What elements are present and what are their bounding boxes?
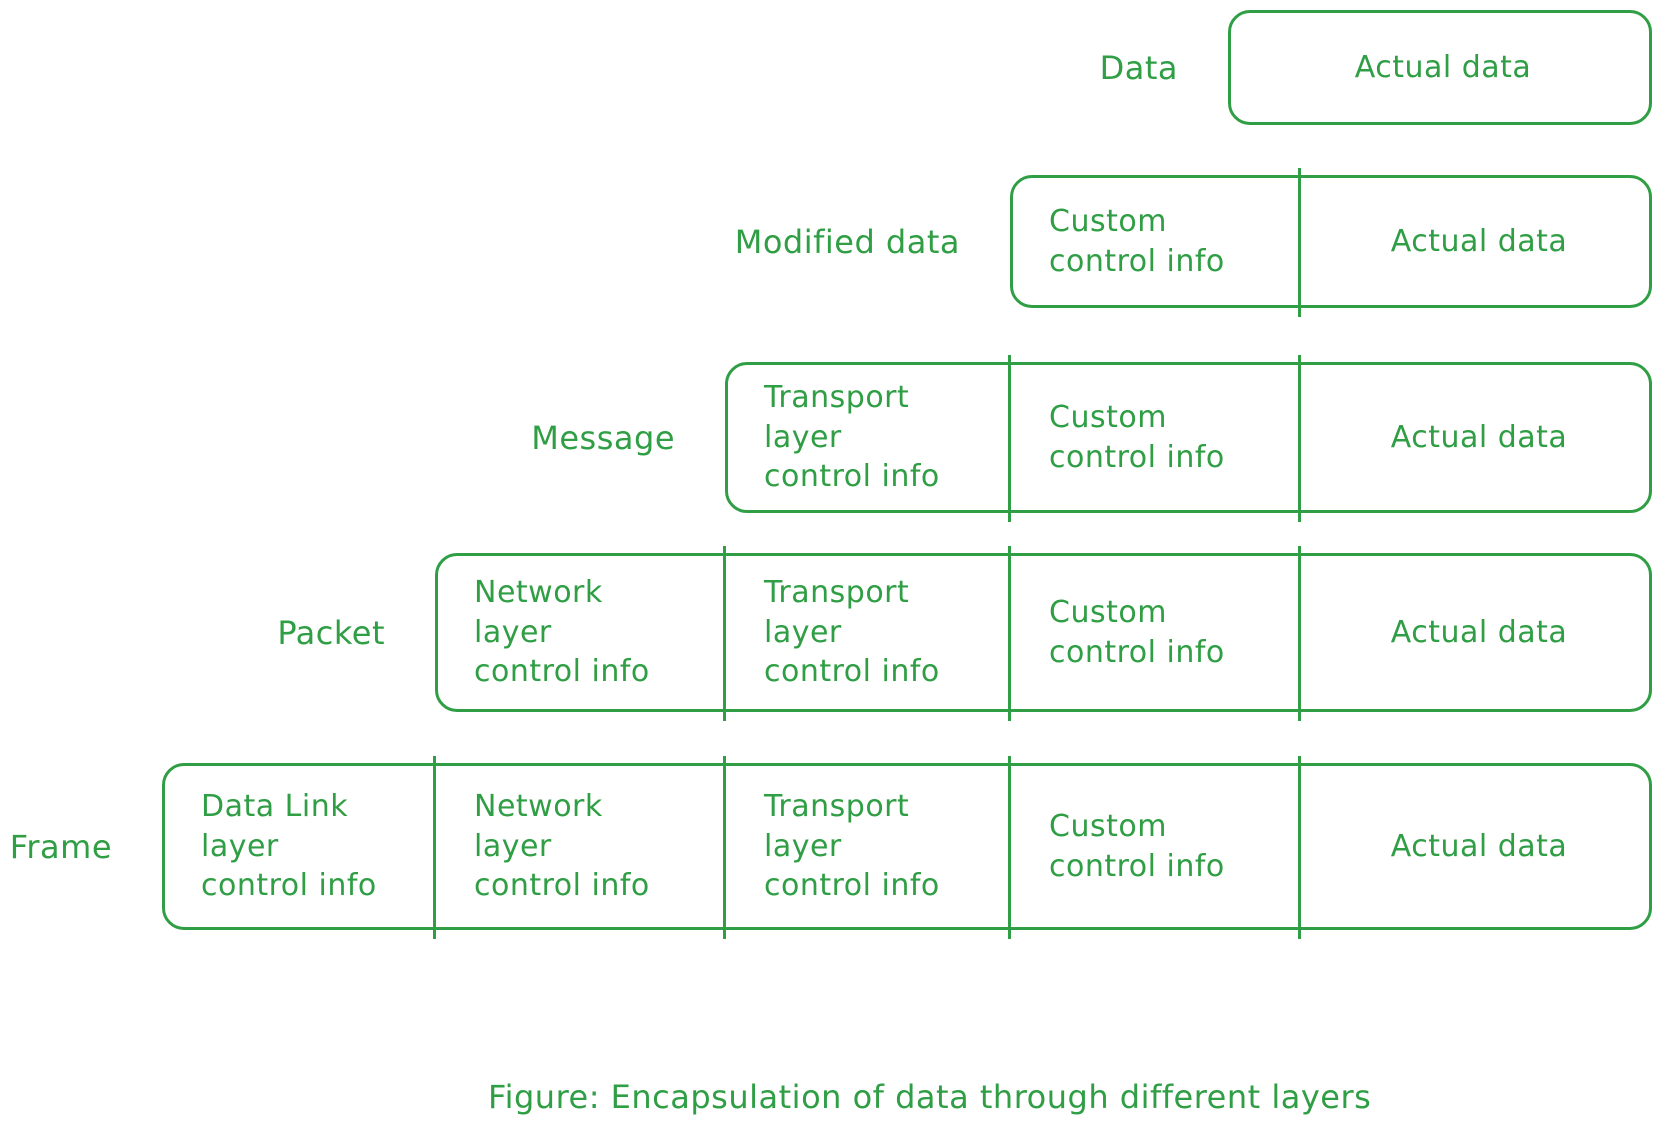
cell-divider [723,546,726,721]
cell-actual-data: Actual data [1303,766,1655,927]
cell-text: Actual data [1390,614,1568,650]
cell-actual-data: Actual data [1303,365,1655,510]
cell-text: Actual data [1390,828,1568,864]
cell-text: Custom control info [1049,399,1225,475]
cell-divider [1008,756,1011,939]
cell-divider [433,756,436,939]
cell-text: Data Link layer control info [201,789,377,904]
cell-text: Network layer control info [474,789,650,904]
row-label-frame: Frame [9,827,112,866]
cell-divider [1008,546,1011,721]
cell-divider [1298,168,1301,317]
row-label-packet: Packet [277,613,385,652]
cell-text: Custom control info [1049,203,1225,279]
cell-custom-control-info: Custom control info [1013,766,1303,927]
cell-divider [1298,756,1301,939]
cell-text: Actual data [1390,419,1568,455]
row-box-message: Transport layer control info Custom contr… [725,355,1655,522]
cell-text: Custom control info [1049,808,1225,884]
cell-custom-control-info: Custom control info [1013,365,1303,510]
cell-actual-data: Actual data [1303,556,1655,709]
row-box-data: Actual data [1228,10,1652,125]
cell-network-layer-control-info: Network layer control info [438,766,728,927]
cell-network-layer-control-info: Network layer control info [438,556,728,709]
row-box-frame: Data Link layer control info Network laye… [162,756,1655,939]
cell-actual-data: Actual data [1231,13,1655,122]
cell-custom-control-info: Custom control info [1013,178,1303,305]
row-label-message: Message [531,418,675,457]
cell-transport-layer-control-info: Transport layer control info [728,766,1013,927]
cell-actual-data: Actual data [1303,178,1655,305]
cell-custom-control-info: Custom control info [1013,556,1303,709]
cell-transport-layer-control-info: Transport layer control info [728,556,1013,709]
cell-divider [1298,546,1301,721]
row-label-data: Data [1099,48,1178,87]
row-box-packet: Network layer control info Transport laye… [435,546,1655,721]
figure-caption: Figure: Encapsulation of data through di… [488,1078,1372,1116]
cell-text: Network layer control info [474,575,650,690]
cell-text: Actual data [1390,223,1568,259]
cell-text: Transport layer control info [764,575,940,690]
row-label-modified-data: Modified data [734,222,960,261]
cell-text: Transport layer control info [764,380,940,495]
cell-divider [1298,355,1301,522]
cell-data-link-layer-control-info: Data Link layer control info [165,766,438,927]
cell-divider [723,756,726,939]
cell-transport-layer-control-info: Transport layer control info [728,365,1013,510]
cell-text: Custom control info [1049,594,1225,670]
cell-text: Actual data [1354,49,1532,85]
cell-text: Transport layer control info [764,789,940,904]
cell-divider [1008,355,1011,522]
row-box-modified-data: Custom control info Actual data [1010,168,1655,317]
